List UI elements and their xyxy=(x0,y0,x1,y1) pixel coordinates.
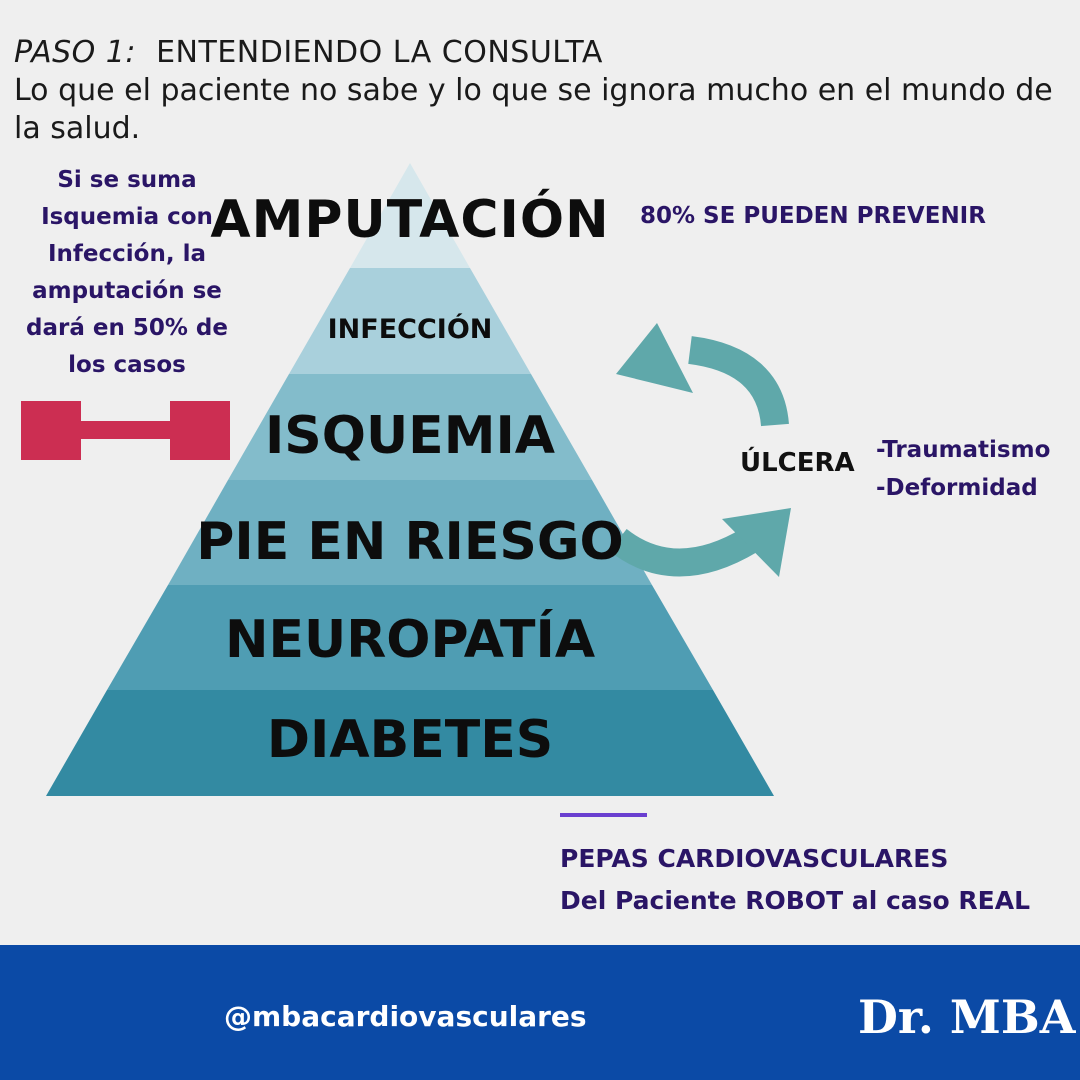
level-label-isquemia: ISQUEMIA xyxy=(264,406,556,466)
cause-deformidad: -Deformidad xyxy=(876,475,1038,501)
pyramid xyxy=(46,163,774,796)
pyramid-level-isquemia xyxy=(228,374,592,480)
pyramid-level-infeccion xyxy=(289,268,531,374)
pyramid-level-neuropatia xyxy=(107,585,713,690)
cycle-arrows xyxy=(609,323,791,577)
ulcera-label: ÚLCERA xyxy=(740,448,855,478)
brand-logo: Dr. MBA xyxy=(858,990,1076,1044)
cycle-arrowhead-bottom-icon xyxy=(722,508,791,577)
prevention-note: 80% SE PUEDEN PREVENIR xyxy=(640,203,986,229)
level-label-infeccion: INFECCIÓN xyxy=(327,314,493,345)
cycle-arrow-bottom-icon xyxy=(609,527,758,577)
level-label-neuropatia: NEUROPATÍA xyxy=(224,610,596,670)
header: PASO 1: ENTENDIENDO LA CONSULTA Lo que e… xyxy=(14,34,1064,148)
footer-bar xyxy=(0,945,1080,1080)
side-note: Si se suma Isquemia con Infección, la am… xyxy=(26,167,228,378)
pyramid-level-diabetes xyxy=(46,690,774,796)
pyramid-level-pie-en-riesgo xyxy=(168,480,652,585)
step-label: PASO 1: xyxy=(14,35,137,70)
cycle-arrowhead-top-icon xyxy=(616,323,693,393)
credit-line-1: PEPAS CARDIOVASCULARES xyxy=(560,844,949,873)
cycle-arrow-top-icon xyxy=(687,336,789,427)
social-handle: @mbacardiovasculares xyxy=(224,1000,587,1033)
pyramid-level-amputacion xyxy=(350,163,470,268)
credit-note: PEPAS CARDIOVASCULARES Del Paciente ROBO… xyxy=(560,838,1030,922)
step-heading: PASO 1: ENTENDIENDO LA CONSULTA xyxy=(14,34,1064,72)
step-title: ENTENDIENDO LA CONSULTA xyxy=(156,35,603,70)
dumbbell-icon xyxy=(21,401,230,460)
credit-line-2: Del Paciente ROBOT al caso REAL xyxy=(560,886,1031,915)
level-label-amputacion: AMPUTACIÓN xyxy=(210,190,610,250)
cause-traumatismo: -Traumatismo xyxy=(876,437,1051,463)
level-label-diabetes: DIABETES xyxy=(266,710,554,770)
subtitle: Lo que el paciente no sabe y lo que se i… xyxy=(14,73,1053,146)
credit-divider xyxy=(560,813,647,817)
ulcera-causes: -Traumatismo -Deformidad xyxy=(876,431,1050,507)
level-label-pie-en-riesgo: PIE EN RIESGO xyxy=(196,512,624,572)
